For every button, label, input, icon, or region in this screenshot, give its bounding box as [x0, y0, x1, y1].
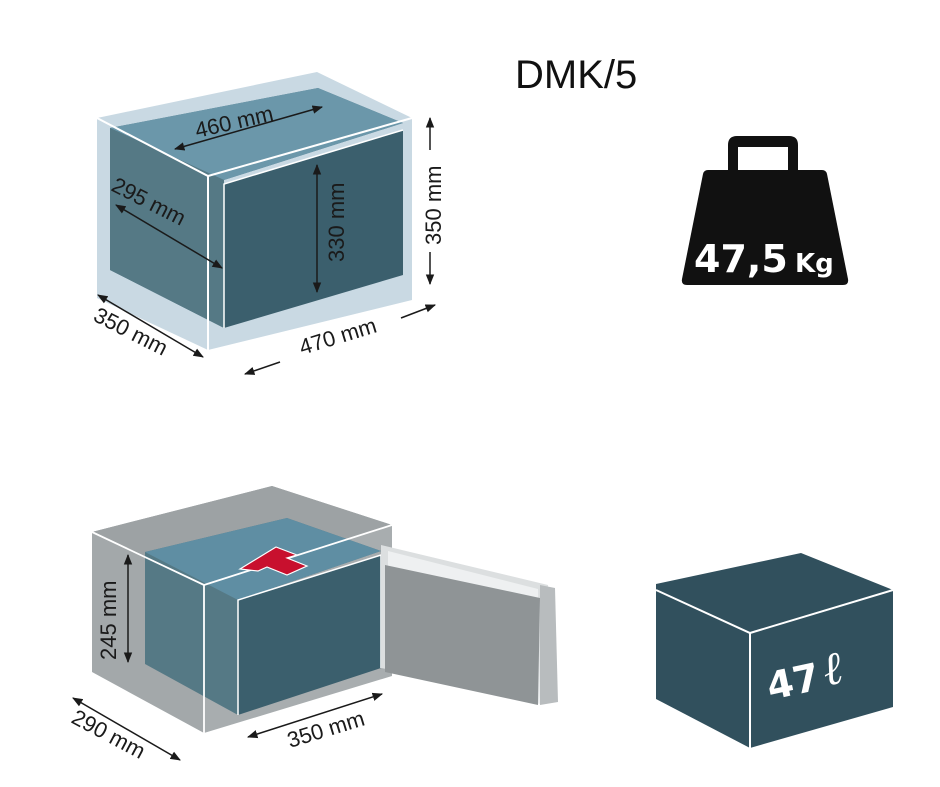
outer-box-diagram: 460 mm 295 mm 330 mm 350 mm 470 mm 350 m…	[90, 72, 446, 375]
safe-opening-diagram: 245 mm 350 mm 290 mm	[68, 486, 558, 764]
weight-unit: Kg	[795, 249, 834, 279]
outer-height-label: 350 mm	[421, 166, 446, 245]
weight-value: 47,5	[694, 237, 788, 281]
volume-box-icon: 47 ℓ	[655, 553, 894, 748]
weight-icon: 47,5 Kg	[681, 136, 849, 285]
opening-height-label: 245 mm	[96, 581, 121, 660]
inner-height-label: 330 mm	[324, 183, 349, 262]
model-title: DMK/5	[515, 53, 637, 97]
door-panel	[385, 565, 540, 705]
inner-front	[238, 555, 381, 715]
insert-arrow-icon	[238, 546, 309, 576]
opening-depth-label: 290 mm	[68, 704, 150, 763]
volume-value: 47	[763, 655, 824, 709]
